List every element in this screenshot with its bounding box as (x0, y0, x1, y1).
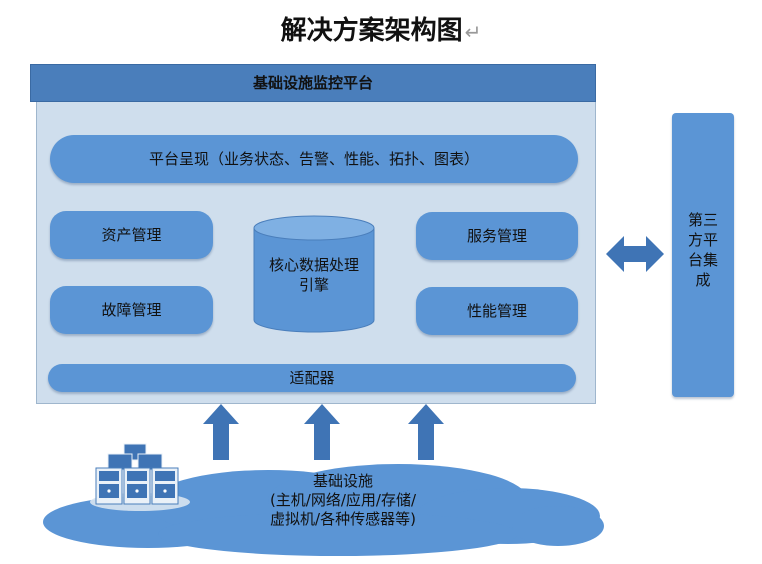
diagram-title-text: 解决方案架构图 (280, 16, 463, 46)
up-arrow-icon (408, 404, 444, 460)
return-mark: ↵ (464, 20, 482, 44)
third-party-label: 第三方平台集成 (687, 211, 718, 289)
third-party-integration-box (672, 113, 734, 397)
infrastructure-line1: 基础设施 (312, 472, 373, 490)
performance-management-box: 性能管理 (416, 287, 578, 335)
core-engine-line1: 核心数据处理 (268, 256, 359, 274)
diagram-title: 解决方案架构图↵ (0, 10, 762, 47)
platform-presentation-box: 平台呈现（业务状态、告警、性能、拓扑、图表） (50, 135, 578, 183)
service-management-box: 服务管理 (416, 212, 578, 260)
adapter-box: 适配器 (48, 364, 576, 392)
infrastructure-line2: (主机/网络/应用/存储/ (269, 491, 417, 509)
infrastructure-line3: 虚拟机/各种传感器等) (270, 510, 416, 528)
infrastructure-label: 基础设施 (主机/网络/应用/存储/ 虚拟机/各种传感器等) (238, 472, 448, 529)
fault-management-box: 故障管理 (50, 286, 213, 334)
core-engine-cylinder (253, 215, 375, 333)
core-engine-line2: 引擎 (298, 276, 329, 294)
platform-header: 基础设施监控平台 (30, 64, 596, 102)
double-arrow-icon (606, 236, 664, 272)
infrastructure-cloud (43, 464, 604, 556)
up-arrow-icon (304, 404, 340, 460)
server-rack-icon (90, 443, 190, 511)
asset-management-box: 资产管理 (50, 211, 213, 259)
up-arrow-icon (203, 404, 239, 460)
core-engine-label: 核心数据处理 引擎 (252, 255, 376, 295)
